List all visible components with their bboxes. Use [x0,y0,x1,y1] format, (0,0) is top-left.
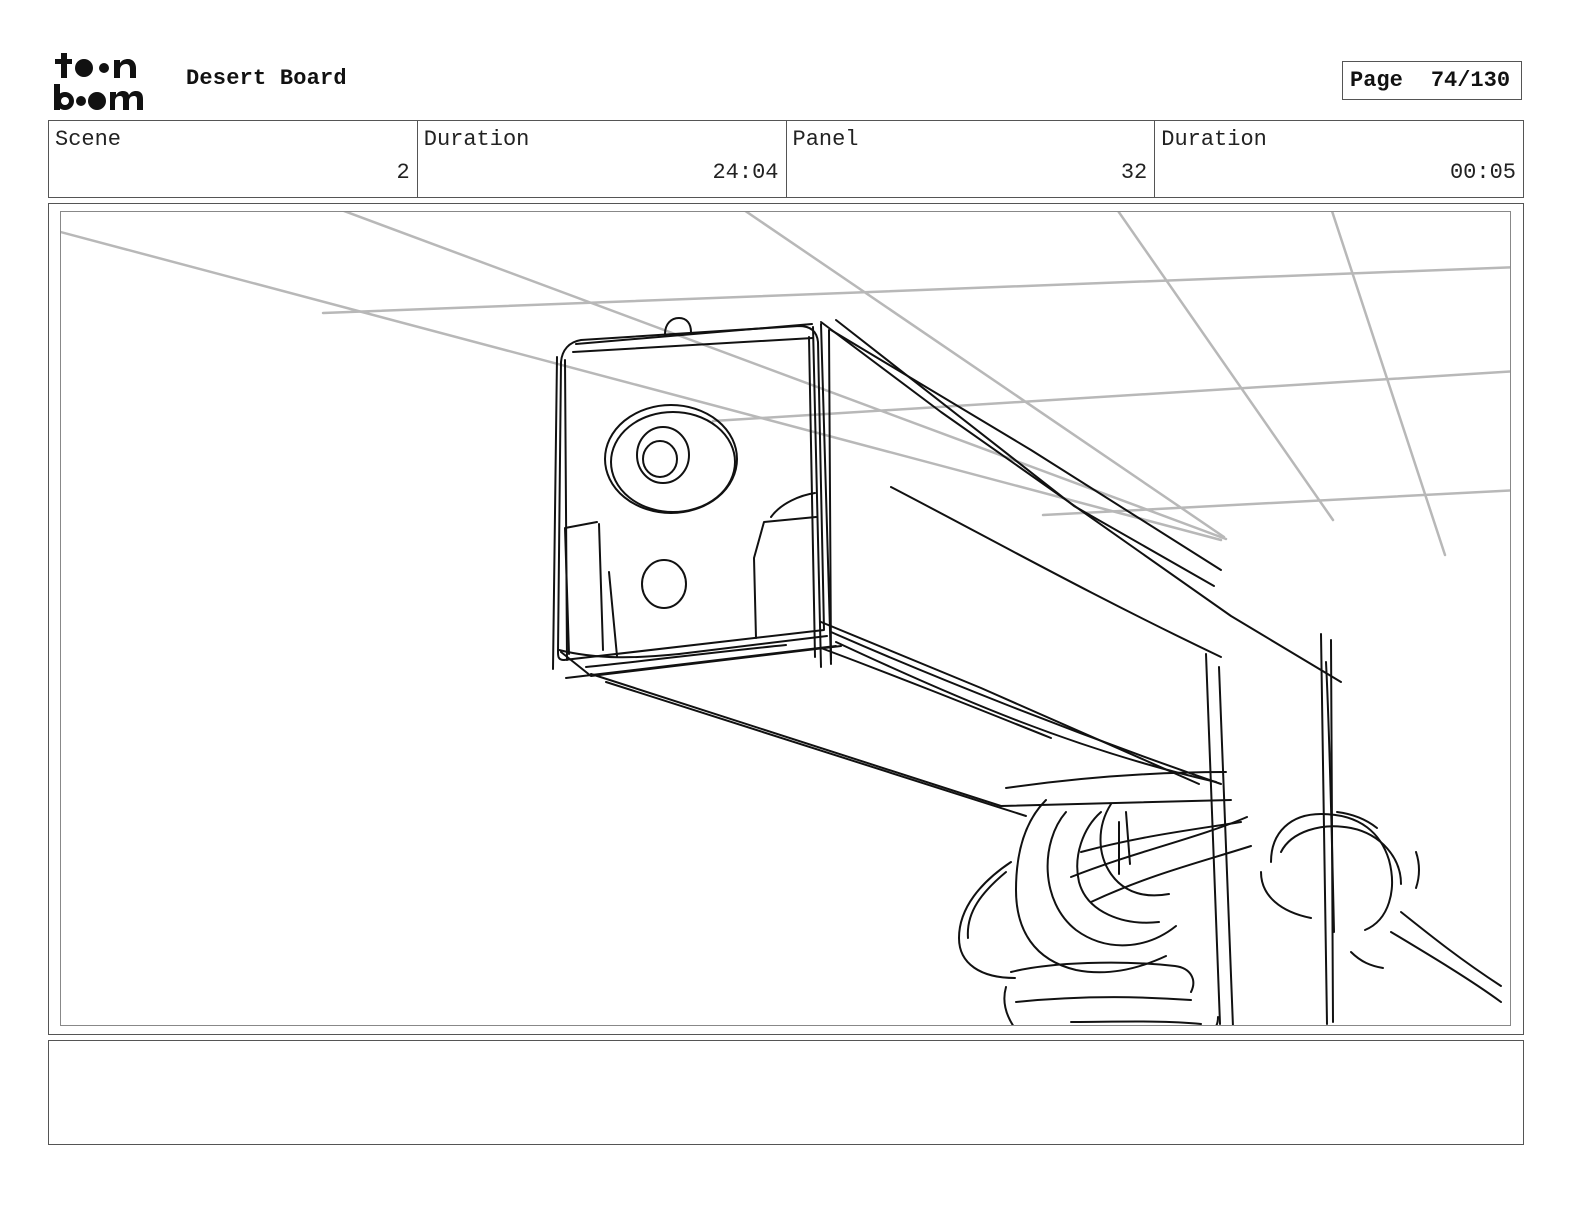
panel-duration-cell: Duration 00:05 [1155,121,1523,197]
project-title: Desert Board [186,66,347,91]
page-value: 74/130 [1430,68,1511,93]
panel-value: 32 [1120,160,1148,185]
panel-duration-label: Duration [1161,127,1267,152]
scene-info-table: Scene 2 Duration 24:04 Panel 32 Duration… [48,120,1524,198]
page-label: Page [1350,68,1403,93]
storyboard-panel [48,203,1524,1035]
toon-boom-logo-icon [54,53,143,110]
scene-cell: Scene 2 [49,121,418,197]
panel-cell: Panel 32 [787,121,1156,197]
toon-boom-logo [52,50,164,112]
scene-duration-label: Duration [423,127,530,152]
panel-duration-value: 00:05 [1449,160,1516,185]
panel-notes-box[interactable] [48,1040,1524,1145]
scene-label: Scene [55,127,122,152]
panel-image-area [60,211,1511,1026]
pistol-sketch-icon [61,212,1510,1025]
scene-value: 2 [396,160,410,185]
panel-label: Panel [792,127,859,152]
page-indicator: Page 74/130 [1342,61,1522,100]
scene-duration-cell: Duration 24:04 [418,121,787,197]
scene-duration-value: 24:04 [712,160,779,185]
